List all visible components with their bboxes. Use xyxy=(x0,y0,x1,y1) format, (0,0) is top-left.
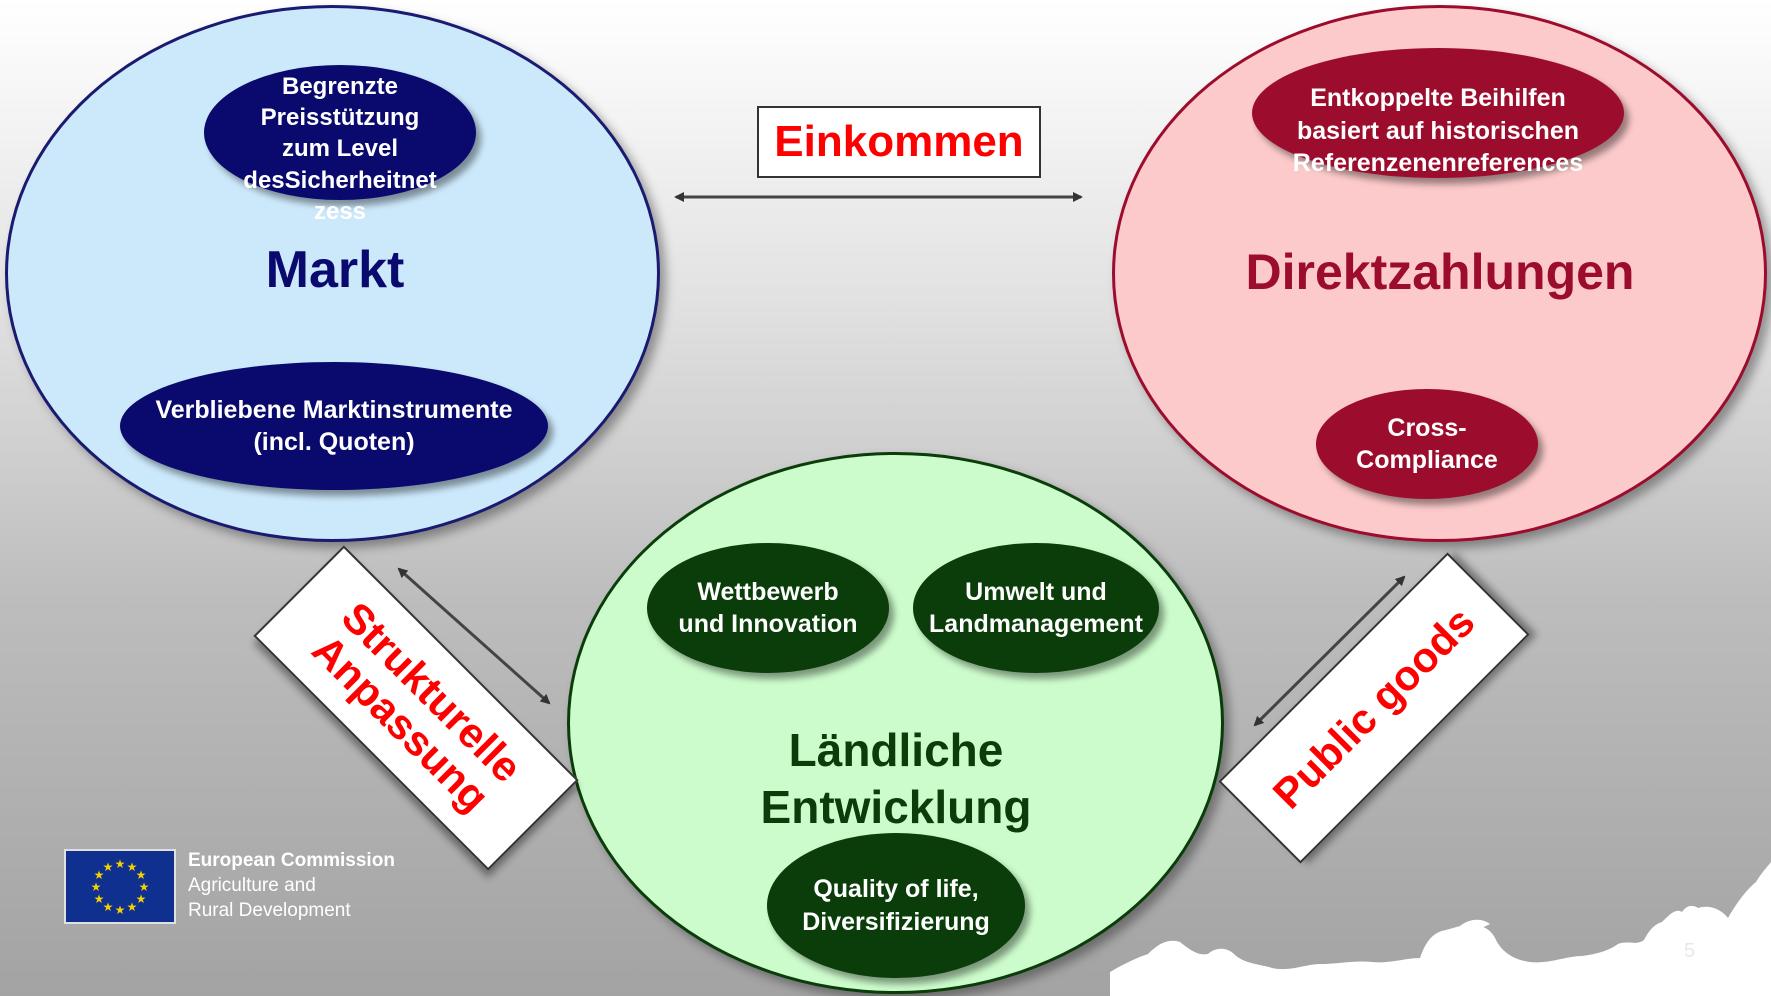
svg-text:★: ★ xyxy=(127,900,138,914)
direkt-pill-decoupled-aid: Entkoppelte Beihilfen basiert auf histor… xyxy=(1252,48,1624,178)
eu-org-name: European Commission xyxy=(188,850,395,871)
svg-text:★: ★ xyxy=(91,880,102,894)
markt-title: Markt xyxy=(265,241,405,299)
eu-flag-logo: ★ ★ ★ ★ ★ ★ ★ ★ ★ ★ ★ ★ xyxy=(64,849,176,924)
eu-stars-icon: ★ ★ ★ ★ ★ ★ ★ ★ ★ ★ ★ ★ xyxy=(91,857,150,917)
svg-text:★: ★ xyxy=(127,860,138,874)
direktzahlungen-title: Direktzahlungen xyxy=(1245,244,1635,300)
laendliche-entwicklung-title: Ländliche Entwicklung xyxy=(760,724,1032,833)
laendlich-pill-competition: Wettbewerb und Innovation xyxy=(647,543,889,673)
laendlich-pill-quality-of-life: Quality of life, Diversifizierung xyxy=(767,833,1025,978)
svg-text:★: ★ xyxy=(103,900,114,914)
page-number: 5 xyxy=(1684,940,1696,962)
markt-pill-market-instruments: Verbliebene Marktinstrumente (incl. Quot… xyxy=(120,362,548,490)
einkommen-label: Einkommen xyxy=(757,106,1041,178)
eu-department-line2: Rural Development xyxy=(188,900,351,921)
svg-text:★: ★ xyxy=(94,868,105,882)
svg-text:★: ★ xyxy=(115,903,126,917)
svg-text:★: ★ xyxy=(115,857,126,871)
svg-text:★: ★ xyxy=(136,868,147,882)
markt-pill-price-support: Begrenzte Preisstützung zum Level desSic… xyxy=(204,65,476,225)
svg-text:★: ★ xyxy=(136,892,147,906)
svg-text:★: ★ xyxy=(94,892,105,906)
direkt-pill-cross-compliance: Cross- Compliance xyxy=(1316,389,1538,499)
svg-text:★: ★ xyxy=(103,860,114,874)
laendlich-pill-environment: Umwelt und Landmanagement xyxy=(913,543,1159,673)
svg-text:★: ★ xyxy=(139,880,150,894)
farm-silhouette-decoration xyxy=(1110,862,1771,996)
eu-department-line1: Agriculture and xyxy=(188,875,316,896)
public-goods-arrow xyxy=(1253,575,1406,727)
strukturelle-arrow xyxy=(397,567,551,705)
